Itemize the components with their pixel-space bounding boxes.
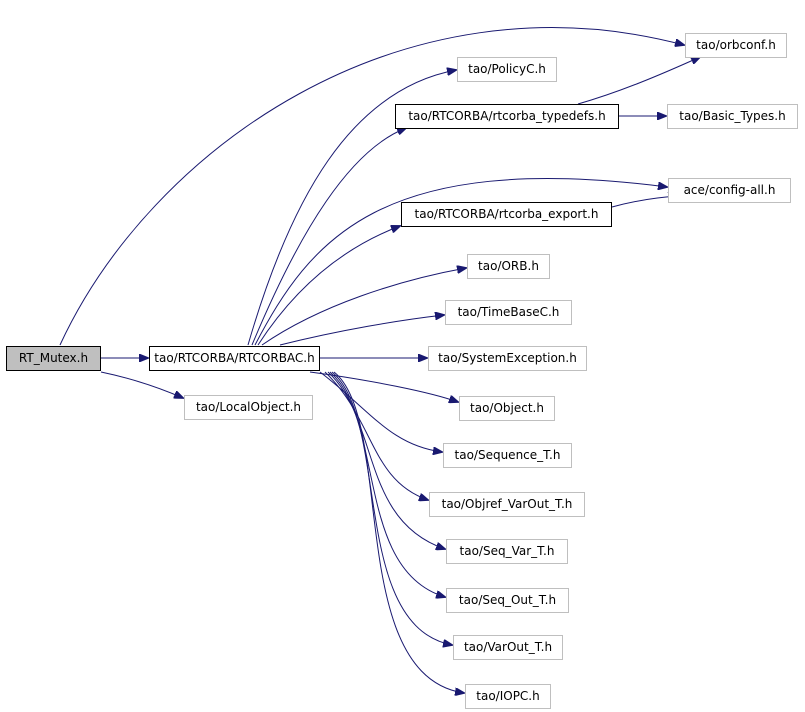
node-object[interactable]: tao/Object.h xyxy=(459,396,555,421)
node-rtcorba-export[interactable]: tao/RTCORBA/rtcorba_export.h xyxy=(401,202,612,227)
edge-rt-mutex-to-localobject xyxy=(100,371,183,398)
edge-rtcorbac-to-config-all xyxy=(254,178,667,346)
edge-rtcorbac-to-sequence-t xyxy=(319,371,442,452)
node-varout-t[interactable]: tao/VarOut_T.h xyxy=(453,635,563,660)
node-basic-types[interactable]: tao/Basic_Types.h xyxy=(667,104,798,129)
edge-rtcorbac-to-seq-var-t xyxy=(327,371,445,549)
edge-rtcorbac-to-varout-t xyxy=(331,371,452,645)
node-seq-var-t[interactable]: tao/Seq_Var_T.h xyxy=(446,539,568,564)
node-orbconf[interactable]: tao/orbconf.h xyxy=(685,33,787,58)
edge-rtcorbac-to-iopc xyxy=(333,371,464,693)
node-policyc[interactable]: tao/PolicyC.h xyxy=(457,57,557,82)
node-rt-mutex: RT_Mutex.h xyxy=(6,346,101,371)
node-iopc[interactable]: tao/IOPC.h xyxy=(465,684,551,709)
node-orb[interactable]: tao/ORB.h xyxy=(467,254,550,279)
edge-rtcorbac-to-seq-out-t xyxy=(329,371,445,597)
node-timebasec[interactable]: tao/TimeBaseC.h xyxy=(445,300,572,325)
edge-rt-mutex-to-orbconf xyxy=(59,27,684,346)
node-config-all[interactable]: ace/config-all.h xyxy=(668,178,791,203)
node-seq-out-t[interactable]: tao/Seq_Out_T.h xyxy=(446,588,569,613)
node-objref-varout-t[interactable]: tao/Objref_VarOut_T.h xyxy=(429,492,585,517)
edge-rtcorba-typedefs-to-orbconf xyxy=(577,57,700,105)
edge-rtcorbac-to-objref-varout-t xyxy=(324,371,428,500)
node-rtcorba-typedefs[interactable]: tao/RTCORBA/rtcorba_typedefs.h xyxy=(395,104,619,129)
edge-rtcorbac-to-policyc xyxy=(247,70,456,346)
node-systemexception[interactable]: tao/SystemException.h xyxy=(428,346,587,371)
edge-rtcorbac-to-timebasec xyxy=(279,315,444,346)
edge-rtcorbac-to-rtcorba-export xyxy=(257,226,400,346)
edge-rtcorbac-to-rtcorba-typedefs xyxy=(251,128,406,346)
node-sequence-t[interactable]: tao/Sequence_T.h xyxy=(443,443,572,468)
node-localobject[interactable]: tao/LocalObject.h xyxy=(184,395,313,420)
edge-rtcorbac-to-orb xyxy=(261,268,466,346)
node-rtcorbac[interactable]: tao/RTCORBA/RTCORBAC.h xyxy=(149,346,320,371)
